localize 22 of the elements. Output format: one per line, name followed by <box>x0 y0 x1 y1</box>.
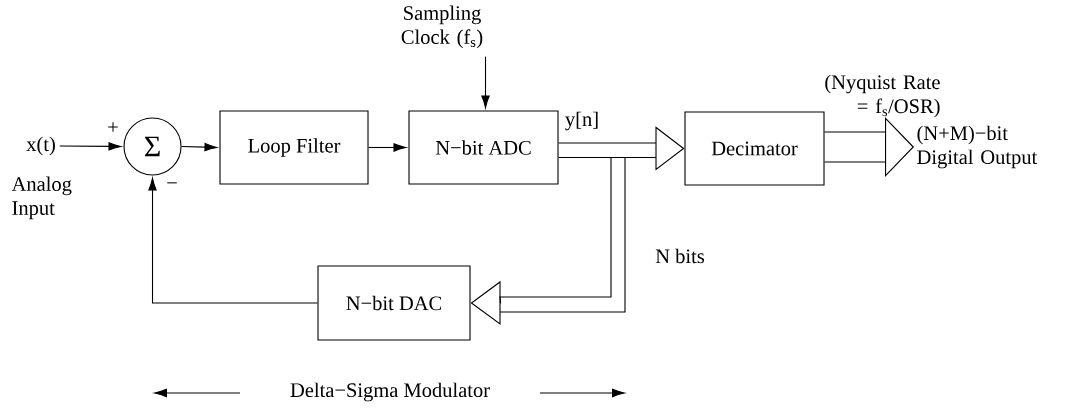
caption-text: Delta−Sigma Modulator <box>290 382 490 402</box>
clock-label: Sampling Clock (f$_{s}$) <box>401 5 483 49</box>
edge-label: N bits <box>654 247 706 265</box>
caption-text: Analog Input <box>11 176 72 220</box>
block-box: N−bit DAC <box>317 265 471 341</box>
block-box: N−bit ADC <box>408 110 559 185</box>
bus-arrow <box>470 156 626 326</box>
output-label: (N+M)−bit Digital Output <box>917 125 1038 169</box>
sign-label: − <box>167 182 177 184</box>
arrow <box>148 177 318 304</box>
edge-label: (Nyquist Rate = f$_{s}$/OSR) <box>825 74 940 118</box>
arrow <box>181 142 218 152</box>
edge-label: y[n] <box>563 110 601 132</box>
bus-arrow <box>558 126 685 171</box>
arrow <box>368 143 407 152</box>
sign-label: + <box>108 122 118 132</box>
summing-junction: Σ <box>123 117 182 176</box>
block-box: Decimator <box>684 111 825 186</box>
signal-label: x(t) <box>26 136 55 156</box>
arrow <box>59 142 122 151</box>
arrow <box>481 56 490 109</box>
block-box: Loop Filter <box>219 110 369 185</box>
